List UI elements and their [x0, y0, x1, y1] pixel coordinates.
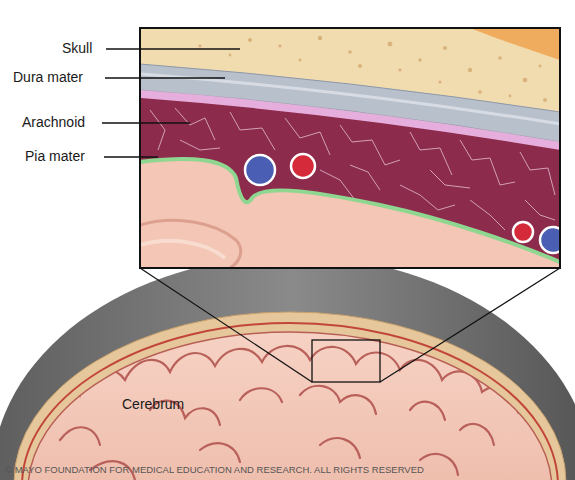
skull-layer — [141, 29, 559, 267]
artery — [513, 222, 533, 242]
brain-cross-section — [0, 256, 575, 480]
part-label: Pia mater — [25, 149, 85, 164]
part-label: Skull — [62, 41, 92, 56]
cerebrum-shape — [28, 332, 552, 480]
gyrus-highlight — [141, 241, 225, 258]
gyrus-fold — [141, 220, 241, 267]
leader-lines — [102, 49, 240, 157]
part-label: Arachnoid — [22, 115, 85, 130]
skull-ring — [14, 312, 566, 480]
copyright-note: © MAYO FOUNDATION FOR MEDICAL EDUCATION … — [5, 465, 424, 475]
brain-surface — [141, 159, 559, 267]
leader-line — [105, 77, 225, 79]
pia-layer — [141, 159, 559, 262]
part-label: Cerebrum — [122, 397, 184, 412]
leader-line — [102, 122, 190, 124]
leader-line — [106, 48, 240, 50]
zoom-line — [380, 268, 560, 382]
part-label: Dura mater — [13, 70, 83, 85]
vein — [245, 155, 275, 185]
arachnoid-layer — [141, 90, 559, 150]
artery — [291, 154, 315, 178]
skull-outer — [470, 29, 559, 60]
leader-line — [104, 156, 158, 158]
zoom-box — [312, 340, 380, 382]
meninges-inset — [141, 29, 559, 267]
skull-shadow — [0, 256, 575, 480]
inset-frame — [140, 28, 560, 268]
zoom-line — [140, 268, 312, 382]
dura-line — [22, 323, 558, 480]
vein — [540, 227, 559, 253]
